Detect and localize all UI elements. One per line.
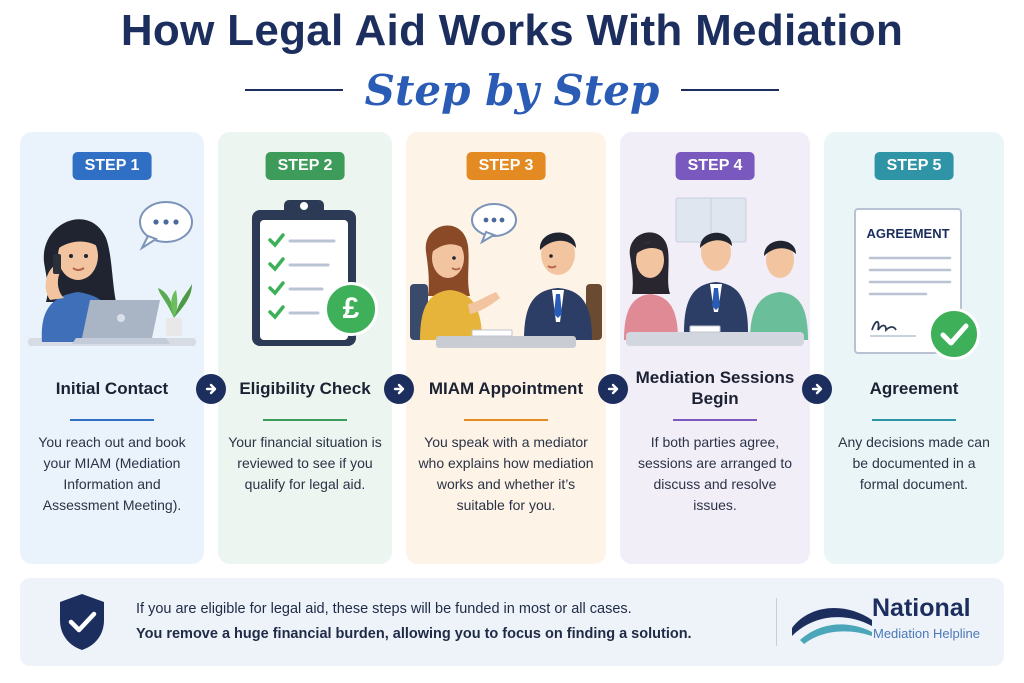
shield-check-icon — [60, 594, 104, 650]
document-heading: AGREEMENT — [866, 226, 950, 241]
footer-divider — [776, 598, 777, 646]
step-underline — [673, 419, 757, 421]
subtitle-row: Step by Step — [0, 62, 1024, 118]
checkmark-icon — [940, 323, 969, 346]
step-title: Eligibility Check — [239, 378, 371, 398]
step-description: You speak with a mediator who explains h… — [418, 434, 594, 513]
step-underline — [263, 419, 347, 421]
checklist-clipboard-pound-icon — [252, 200, 356, 346]
step-card-4: STEP 4 Mediation Sessions Begin If both … — [620, 132, 810, 564]
arrow-right-icon — [802, 374, 832, 404]
step-underline — [70, 419, 154, 421]
person-on-phone-with-laptop-icon — [28, 201, 196, 346]
brand-name: National — [872, 594, 971, 622]
arrow-right-icon — [384, 374, 414, 404]
arrow-right-icon — [598, 374, 628, 404]
page-title: How Legal Aid Works With Mediation — [120, 6, 904, 55]
step-description: You reach out and book your MIAM (Mediat… — [38, 434, 186, 513]
subtitle-left-rule — [244, 89, 343, 91]
step-description: If both parties agree, sessions are arra… — [637, 434, 793, 513]
footer-banner: If you are eligible for legal aid, these… — [20, 578, 1004, 666]
document-lines-icon — [868, 256, 952, 337]
step-title: Initial Contact — [55, 378, 169, 398]
step-underline — [464, 419, 548, 421]
step-card-5: STEP 5 AGREEMENT Agreement Any decisions… — [824, 132, 1004, 564]
step-description: Your financial situation is reviewed to … — [228, 434, 382, 492]
step-card-3: STEP 3 MIAM Appointment You speak with a… — [406, 132, 606, 564]
brand-logo-icon — [792, 608, 872, 644]
two-people-meeting-icon — [410, 203, 602, 348]
footer-line-2: You remove a huge financial burden, allo… — [136, 626, 692, 642]
brand-tagline: Mediation Helpline — [873, 626, 980, 641]
step-description: Any decisions made can be documented in … — [838, 434, 990, 492]
step-badge: STEP 4 — [675, 152, 755, 180]
page-subtitle: Step by Step — [364, 65, 660, 115]
step-card-2: STEP 2 £ Eligibility Check Your financia… — [218, 132, 392, 564]
arrow-right-icon — [196, 374, 226, 404]
check-badge-icon — [928, 308, 980, 360]
step-underline — [872, 419, 956, 421]
footer-line-1: If you are eligible for legal aid, these… — [136, 601, 632, 617]
pound-coin-icon: £ — [324, 282, 378, 336]
subtitle-right-rule — [681, 89, 780, 91]
step-title: MIAM Appointment — [428, 378, 584, 398]
three-people-at-table-icon — [624, 197, 808, 346]
step-badge: STEP 2 — [265, 152, 345, 180]
step-badge: STEP 3 — [466, 152, 546, 180]
pound-symbol: £ — [342, 292, 360, 325]
step-card-1: STEP 1 Initial Contact You reach out and… — [20, 132, 204, 564]
step-title: Agreement — [869, 378, 959, 398]
step-badge: STEP 1 — [72, 152, 152, 180]
step-badge: STEP 5 — [874, 152, 954, 180]
step-title: Mediation Sessions Begin — [635, 368, 795, 408]
